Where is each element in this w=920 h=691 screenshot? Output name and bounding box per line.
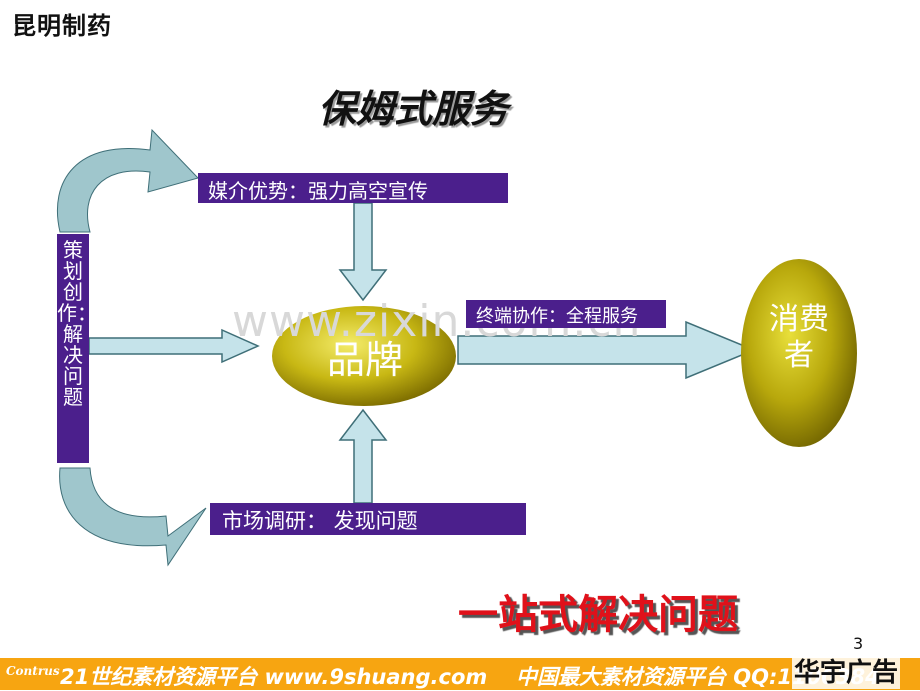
footer-logo: Contrus xyxy=(6,664,60,678)
brand-ellipse xyxy=(272,306,456,406)
media-advantage-box: 媒介优势：强力高空宣传 xyxy=(198,173,508,203)
slide-title: 保姆式服务 xyxy=(318,87,509,131)
footer-brand: 华宇广告 xyxy=(792,652,901,689)
arrow-media-to-brand xyxy=(338,202,388,302)
consumer-ellipse xyxy=(741,259,857,447)
footer-left-text: 21世纪素材资源平台 www.9shuang.com xyxy=(60,665,488,689)
curved-arrow-top xyxy=(56,128,199,233)
planning-creation-box: 策划创作：解决问题 xyxy=(57,234,97,463)
page-number: 3 xyxy=(853,634,864,653)
terminal-collaboration-box: 终端协作：全程服务 xyxy=(466,300,666,328)
consumer-label: 消费者 xyxy=(769,302,829,373)
footer-bar xyxy=(0,658,920,690)
company-name: 昆明制药 xyxy=(12,12,112,40)
curved-arrow-bottom xyxy=(59,467,207,567)
market-research-box: 市场调研： 发现问题 xyxy=(210,503,526,535)
brand-label: 品牌 xyxy=(326,337,403,382)
slogan: 一站式解决问题 xyxy=(458,591,738,638)
arrow-planning-to-brand xyxy=(88,328,260,364)
arrow-brand-to-consumer xyxy=(457,320,756,380)
arrow-market-to-brand xyxy=(338,408,388,504)
